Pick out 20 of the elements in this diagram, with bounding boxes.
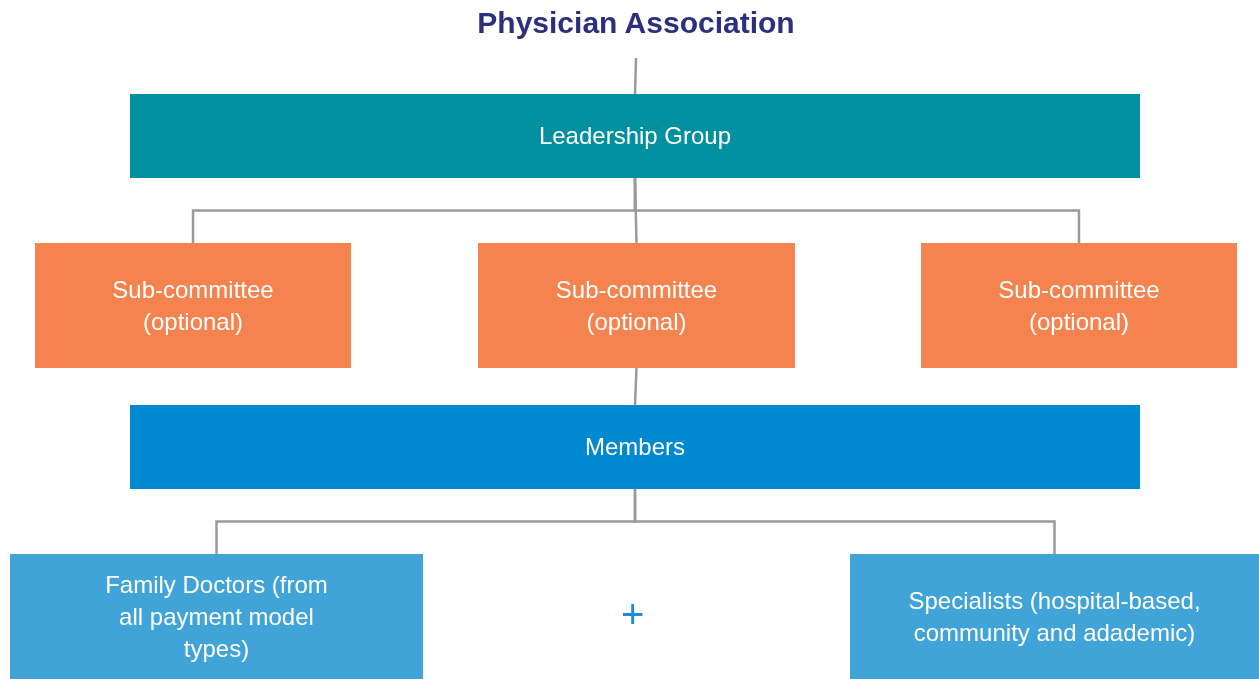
connector-line: [633, 178, 1081, 243]
group-box: [478, 243, 795, 368]
group-box: [921, 243, 1237, 368]
connector-line: [633, 489, 1056, 554]
box-label: Members: [584, 432, 686, 462]
box-label: Sub-committee (optional): [111, 274, 275, 337]
box-label: Sub-committee (optional): [997, 274, 1161, 337]
level-bar: [130, 94, 1140, 178]
level-bar: [130, 405, 1140, 489]
box-label: Specialists (hospital-based, community and adademic): [907, 585, 1202, 648]
group-box: [10, 554, 423, 679]
box-label: Leadership Group: [537, 121, 733, 151]
group-box: [35, 243, 351, 368]
group-box: [850, 554, 1259, 679]
box-label: Sub-committee (optional): [554, 274, 719, 337]
connector-line: [633, 57, 638, 95]
box-label: Family Doctors (from all payment model types): [104, 569, 329, 664]
org-top-label: Physician Association: [477, 7, 795, 39]
plus-sign: +: [621, 594, 645, 634]
connector-line: [633, 367, 638, 406]
